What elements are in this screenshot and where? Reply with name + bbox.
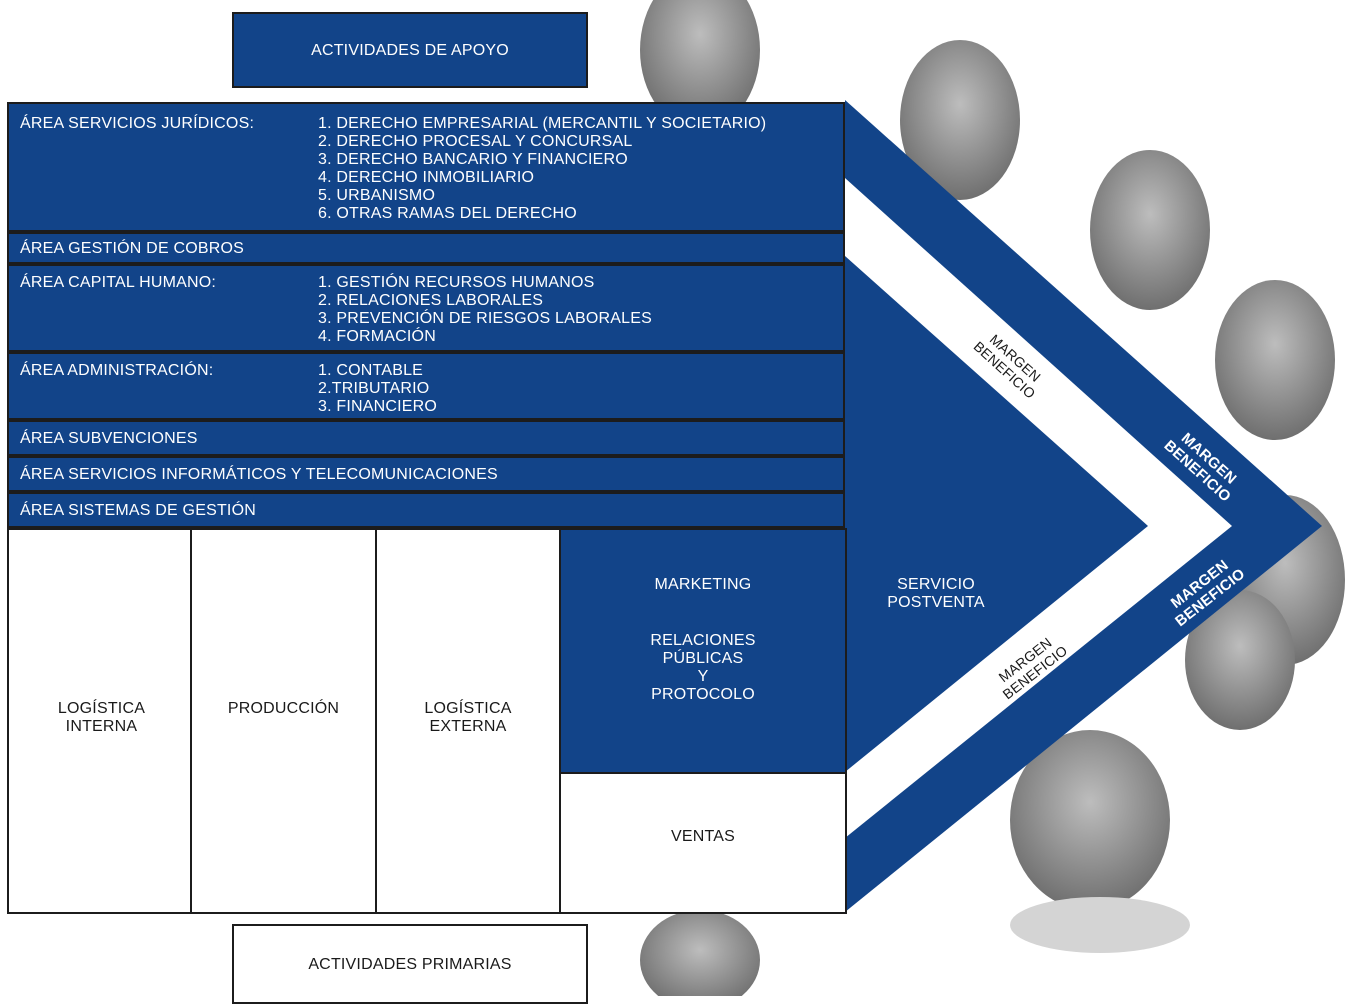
chair-shape [1185, 590, 1295, 730]
primary-marketing [559, 528, 847, 774]
primary-activities-label: ACTIVIDADES PRIMARIAS [308, 956, 512, 973]
label-line: RELACIONES [650, 632, 756, 649]
support-row-cobros [7, 232, 845, 264]
row-label-cobros: ÁREA GESTIÓN DE COBROS [20, 240, 245, 257]
chair-shape [640, 0, 760, 130]
row-label-subvenciones: ÁREA SUBVENCIONES [20, 430, 198, 447]
list-item: 2. DERECHO PROCESAL Y CONCURSAL [318, 133, 633, 150]
row-items-administracion: 1. CONTABLE 2.TRIBUTARIO 3. FINANCIERO [318, 362, 437, 416]
label-postventa: SERVICIO POSTVENTA [856, 576, 1016, 612]
support-row-sistemas [7, 492, 845, 528]
chair-shape [1215, 280, 1335, 440]
row-items-capital-humano: 1. GESTIÓN RECURSOS HUMANOS 2. RELACIONE… [318, 274, 652, 346]
label-line: MARKETING [654, 576, 752, 593]
row-label-capital-humano: ÁREA CAPITAL HUMANO: [20, 274, 217, 291]
label-ventas: VENTAS [559, 828, 847, 846]
chair-shape [640, 910, 760, 996]
label-marketing: MARKETING [559, 576, 847, 594]
label-line: INTERNA [65, 718, 138, 735]
label-line: SERVICIO [897, 576, 975, 593]
list-item: 3. PREVENCIÓN DE RIESGOS LABORALES [318, 310, 653, 327]
list-item: 5. URBANISMO [318, 187, 436, 204]
list-item: 1. DERECHO EMPRESARIAL (MERCANTIL Y SOCI… [318, 115, 767, 132]
row-label-sistemas: ÁREA SISTEMAS DE GESTIÓN [20, 502, 256, 519]
list-item: 4. FORMACIÓN [318, 328, 436, 345]
list-item: 2. RELACIONES LABORALES [318, 292, 544, 309]
label-line: PRODUCCIÓN [227, 700, 340, 717]
row-label-informaticos: ÁREA SERVICIOS INFORMÁTICOS Y TELECOMUNI… [20, 466, 498, 483]
chair-shape [1010, 730, 1170, 910]
list-item: 2.TRIBUTARIO [318, 380, 430, 397]
list-item: 6. OTRAS RAMAS DEL DERECHO [318, 205, 577, 222]
support-row-informaticos [7, 456, 845, 492]
primary-logistica-externa [375, 528, 561, 914]
list-item: 1. GESTIÓN RECURSOS HUMANOS [318, 274, 595, 291]
list-item: 3. FINANCIERO [318, 398, 438, 415]
support-activities-label: ACTIVIDADES DE APOYO [311, 42, 509, 59]
label-relaciones: RELACIONES PÚBLICAS Y PROTOCOLO [559, 632, 847, 704]
label-line: LOGÍSTICA [424, 700, 512, 717]
chair-shape [1090, 150, 1210, 310]
list-item: 3. DERECHO BANCARIO Y FINANCIERO [318, 151, 628, 168]
label-line: POSTVENTA [887, 594, 985, 611]
chair-shape [900, 40, 1020, 200]
row-items-juridicos: 1. DERECHO EMPRESARIAL (MERCANTIL Y SOCI… [318, 115, 766, 223]
label-produccion: PRODUCCIÓN [190, 700, 377, 718]
list-item: 1. CONTABLE [318, 362, 424, 379]
inner-chevron [845, 256, 1148, 772]
support-row-capital-humano [7, 264, 845, 352]
row-label-juridicos: ÁREA SERVICIOS JURÍDICOS: [20, 115, 255, 132]
label-line: Y [697, 668, 709, 685]
list-item: 4. DERECHO INMOBILIARIO [318, 169, 535, 186]
label-logistica-externa: LOGÍSTICA EXTERNA [375, 700, 561, 736]
support-row-juridicos [7, 102, 845, 232]
row-label-administracion: ÁREA ADMINISTRACIÓN: [20, 362, 214, 379]
label-logistica-interna: LOGÍSTICA INTERNA [9, 700, 194, 736]
chair-shadow [1010, 897, 1190, 953]
label-line: LOGÍSTICA [57, 700, 146, 717]
label-line: PÚBLICAS [662, 650, 744, 667]
label-line: PROTOCOLO [651, 686, 755, 703]
label-line: EXTERNA [429, 718, 507, 735]
support-activities-header [232, 12, 588, 88]
primary-ventas [559, 772, 847, 914]
label-line: VENTAS [670, 828, 736, 845]
support-row-administracion [7, 352, 845, 420]
support-row-subvenciones [7, 420, 845, 456]
primary-activities-footer [232, 924, 588, 1004]
primary-produccion [190, 528, 377, 914]
